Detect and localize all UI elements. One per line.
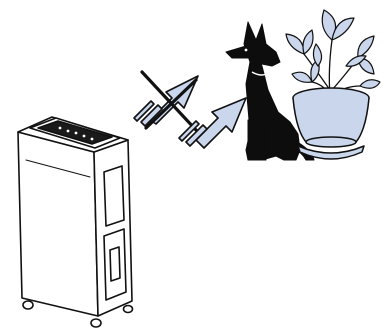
arrow-crossed xyxy=(134,72,198,130)
dehumidifier xyxy=(18,117,133,327)
dog-eye xyxy=(245,49,248,52)
potted-plant xyxy=(286,10,380,159)
plant-leaves xyxy=(286,10,380,88)
flower-pot xyxy=(293,88,369,159)
